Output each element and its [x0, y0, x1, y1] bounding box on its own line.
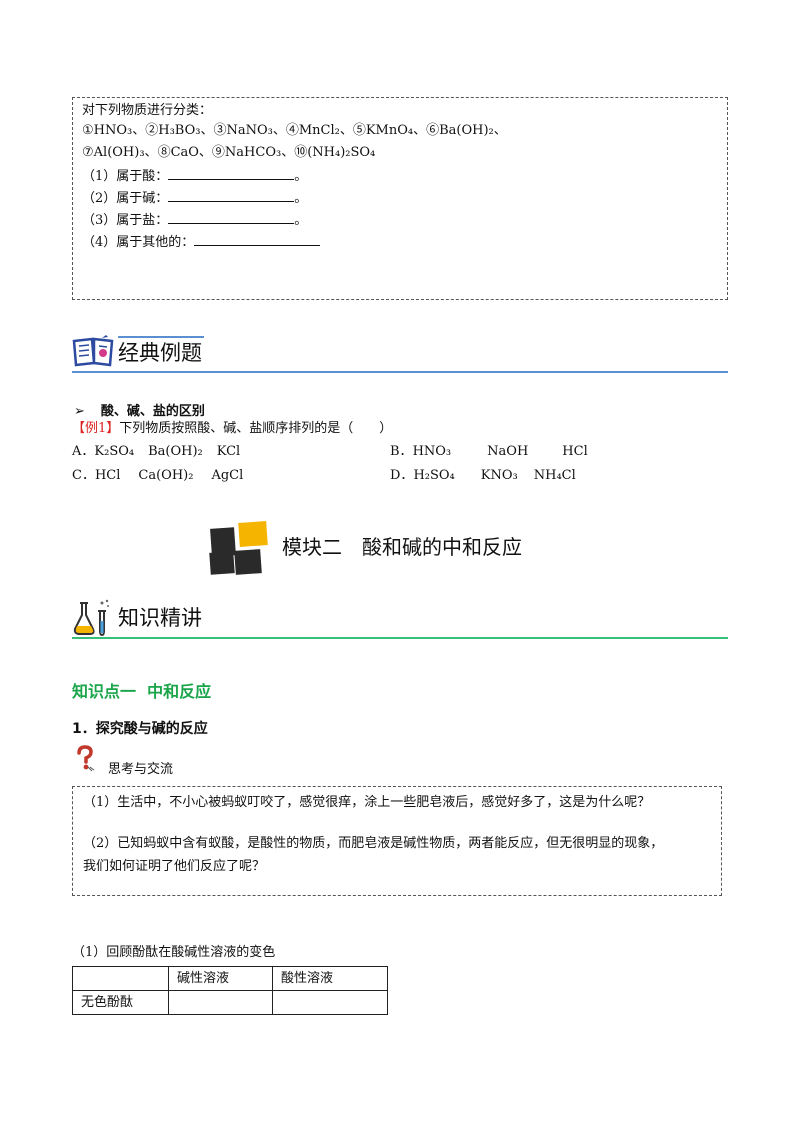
substance-item: ③NaNO₃、	[213, 123, 286, 138]
classification-box: 对下列物质进行分类： ①HNO₃、②H₃BO₃、③NaNO₃、④MnCl₂、⑤K…	[72, 97, 728, 300]
example-question: 【例1】下列物质按照酸、碱、盐顺序排列的是（ ）	[72, 418, 392, 441]
option-label: C．	[72, 468, 95, 483]
substance-item: ⑥Ba(OH)₂、	[426, 123, 507, 138]
question-label: （1）属于酸：	[82, 169, 169, 184]
option-b[interactable]: B．HNO₃ NaOH HCl	[390, 441, 588, 464]
substance-item: ⑩(NH₄)₂SO₄	[294, 145, 376, 160]
period: 。	[294, 213, 308, 228]
answer-blank[interactable]	[168, 209, 295, 224]
module-logo-icon	[207, 520, 269, 580]
substance-item: ⑦Al(OH)₃、	[82, 145, 158, 160]
question-label: （4）属于其他的：	[82, 235, 195, 250]
table-cell[interactable]	[168, 990, 273, 1015]
question-text: 下列物质按照酸、碱、盐顺序排列的是（ ）	[119, 421, 393, 436]
answer-blank[interactable]	[194, 231, 321, 246]
option-item: NaOH	[487, 444, 529, 459]
think-question-1: （1）生活中，不小心被蚂蚁叮咬了，感觉很痒，涂上一些肥皂液后，感觉好多了，这是为…	[83, 795, 651, 810]
section-divider	[72, 371, 728, 373]
question-salt: （3）属于盐： 。	[82, 209, 307, 233]
substance-list-row-2: ⑦Al(OH)₃、⑧CaO、⑨NaHCO₃、⑩(NH₄)₂SO₄	[82, 142, 375, 165]
option-item: KCl	[216, 444, 241, 459]
book-icon	[72, 333, 116, 373]
table-cell: 无色酚酞	[72, 990, 169, 1015]
knowledge-point-heading: 知识点一 中和反应	[72, 682, 212, 701]
title-accent	[118, 336, 204, 338]
option-label: D．	[390, 468, 414, 483]
option-a[interactable]: A．K₂SO₄ Ba(OH)₂ KCl	[72, 441, 240, 464]
table-header-cell: 酸性溶液	[272, 966, 388, 991]
substance-list-row-1: ①HNO₃、②H₃BO₃、③NaNO₃、④MnCl₂、⑤KMnO₄、⑥Ba(OH…	[82, 120, 507, 143]
think-box: （1）生活中，不小心被蚂蚁叮咬了，感觉很痒，涂上一些肥皂液后，感觉好多了，这是为…	[72, 786, 722, 896]
option-item: AgCl	[211, 468, 244, 483]
substance-item: ②H₃BO₃、	[145, 123, 214, 138]
option-c[interactable]: C．HCl Ca(OH)₂ AgCl	[72, 465, 243, 488]
option-item: Ca(OH)₂	[138, 468, 194, 483]
table-cell[interactable]	[272, 990, 388, 1015]
substance-item: ⑤KMnO₄、	[352, 123, 427, 138]
classification-intro: 对下列物质进行分类：	[82, 103, 213, 118]
option-item: Ba(OH)₂	[148, 444, 203, 459]
table-header-row: 碱性溶液 酸性溶液	[72, 966, 388, 991]
substance-item: ①HNO₃、	[82, 123, 146, 138]
question-other: （4）属于其他的：	[82, 231, 321, 255]
period: 。	[294, 191, 308, 206]
indicator-table: 碱性溶液 酸性溶液 无色酚酞	[72, 966, 388, 1015]
option-label: A．	[72, 444, 95, 459]
question-label: （3）属于盐：	[82, 213, 169, 228]
option-item: HCl	[562, 444, 588, 459]
answer-blank[interactable]	[168, 165, 295, 180]
think-question-2-line-2: 我们如何证明了他们反应了呢？	[83, 859, 266, 874]
question-mark-icon	[74, 745, 96, 777]
substance-item: ⑨NaHCO₃、	[211, 145, 295, 160]
section-divider	[72, 637, 728, 639]
sub-heading: 1．探究酸与碱的反应	[72, 721, 208, 737]
option-item: K₂SO₄	[94, 444, 135, 459]
table-header-cell	[72, 966, 169, 991]
option-label: B．	[390, 444, 413, 459]
example-tag: 【例1】	[72, 421, 120, 436]
option-item: KNO₃	[480, 468, 518, 483]
knowledge-section-title: 知识精讲	[118, 606, 202, 630]
bullet-icon: ➢	[74, 404, 85, 419]
flask-icon	[72, 597, 112, 641]
table-header-cell: 碱性溶液	[168, 966, 273, 991]
option-d[interactable]: D．H₂SO₄ KNO₃ NH₄Cl	[390, 465, 576, 488]
review-heading: （1）回顾酚酞在酸碱性溶液的变色	[72, 945, 276, 960]
substance-item: ④MnCl₂、	[285, 123, 353, 138]
table-row: 无色酚酞	[72, 990, 388, 1015]
think-label: 思考与交流	[108, 762, 174, 777]
answer-blank[interactable]	[168, 187, 295, 202]
period: 。	[294, 169, 308, 184]
think-question-2-line-1: （2）已知蚂蚁中含有蚁酸，是酸性的物质，而肥皂液是碱性物质，两者能反应，但无很明…	[83, 836, 664, 851]
option-item: HCl	[94, 468, 121, 483]
option-item: NH₄Cl	[533, 468, 576, 483]
option-item: HNO₃	[412, 444, 452, 459]
substance-item: ⑧CaO、	[157, 145, 212, 160]
question-label: （2）属于碱：	[82, 191, 169, 206]
example-subheading: ➢ 酸、碱、盐的区别	[74, 400, 205, 419]
question-base: （2）属于碱： 。	[82, 187, 307, 211]
module-title: 模块二 酸和碱的中和反应	[282, 535, 522, 559]
examples-section-title: 经典例题	[118, 341, 202, 365]
question-acid: （1）属于酸： 。	[82, 165, 307, 189]
option-item: H₂SO₄	[413, 468, 455, 483]
subheading-text: 酸、碱、盐的区别	[100, 404, 205, 419]
